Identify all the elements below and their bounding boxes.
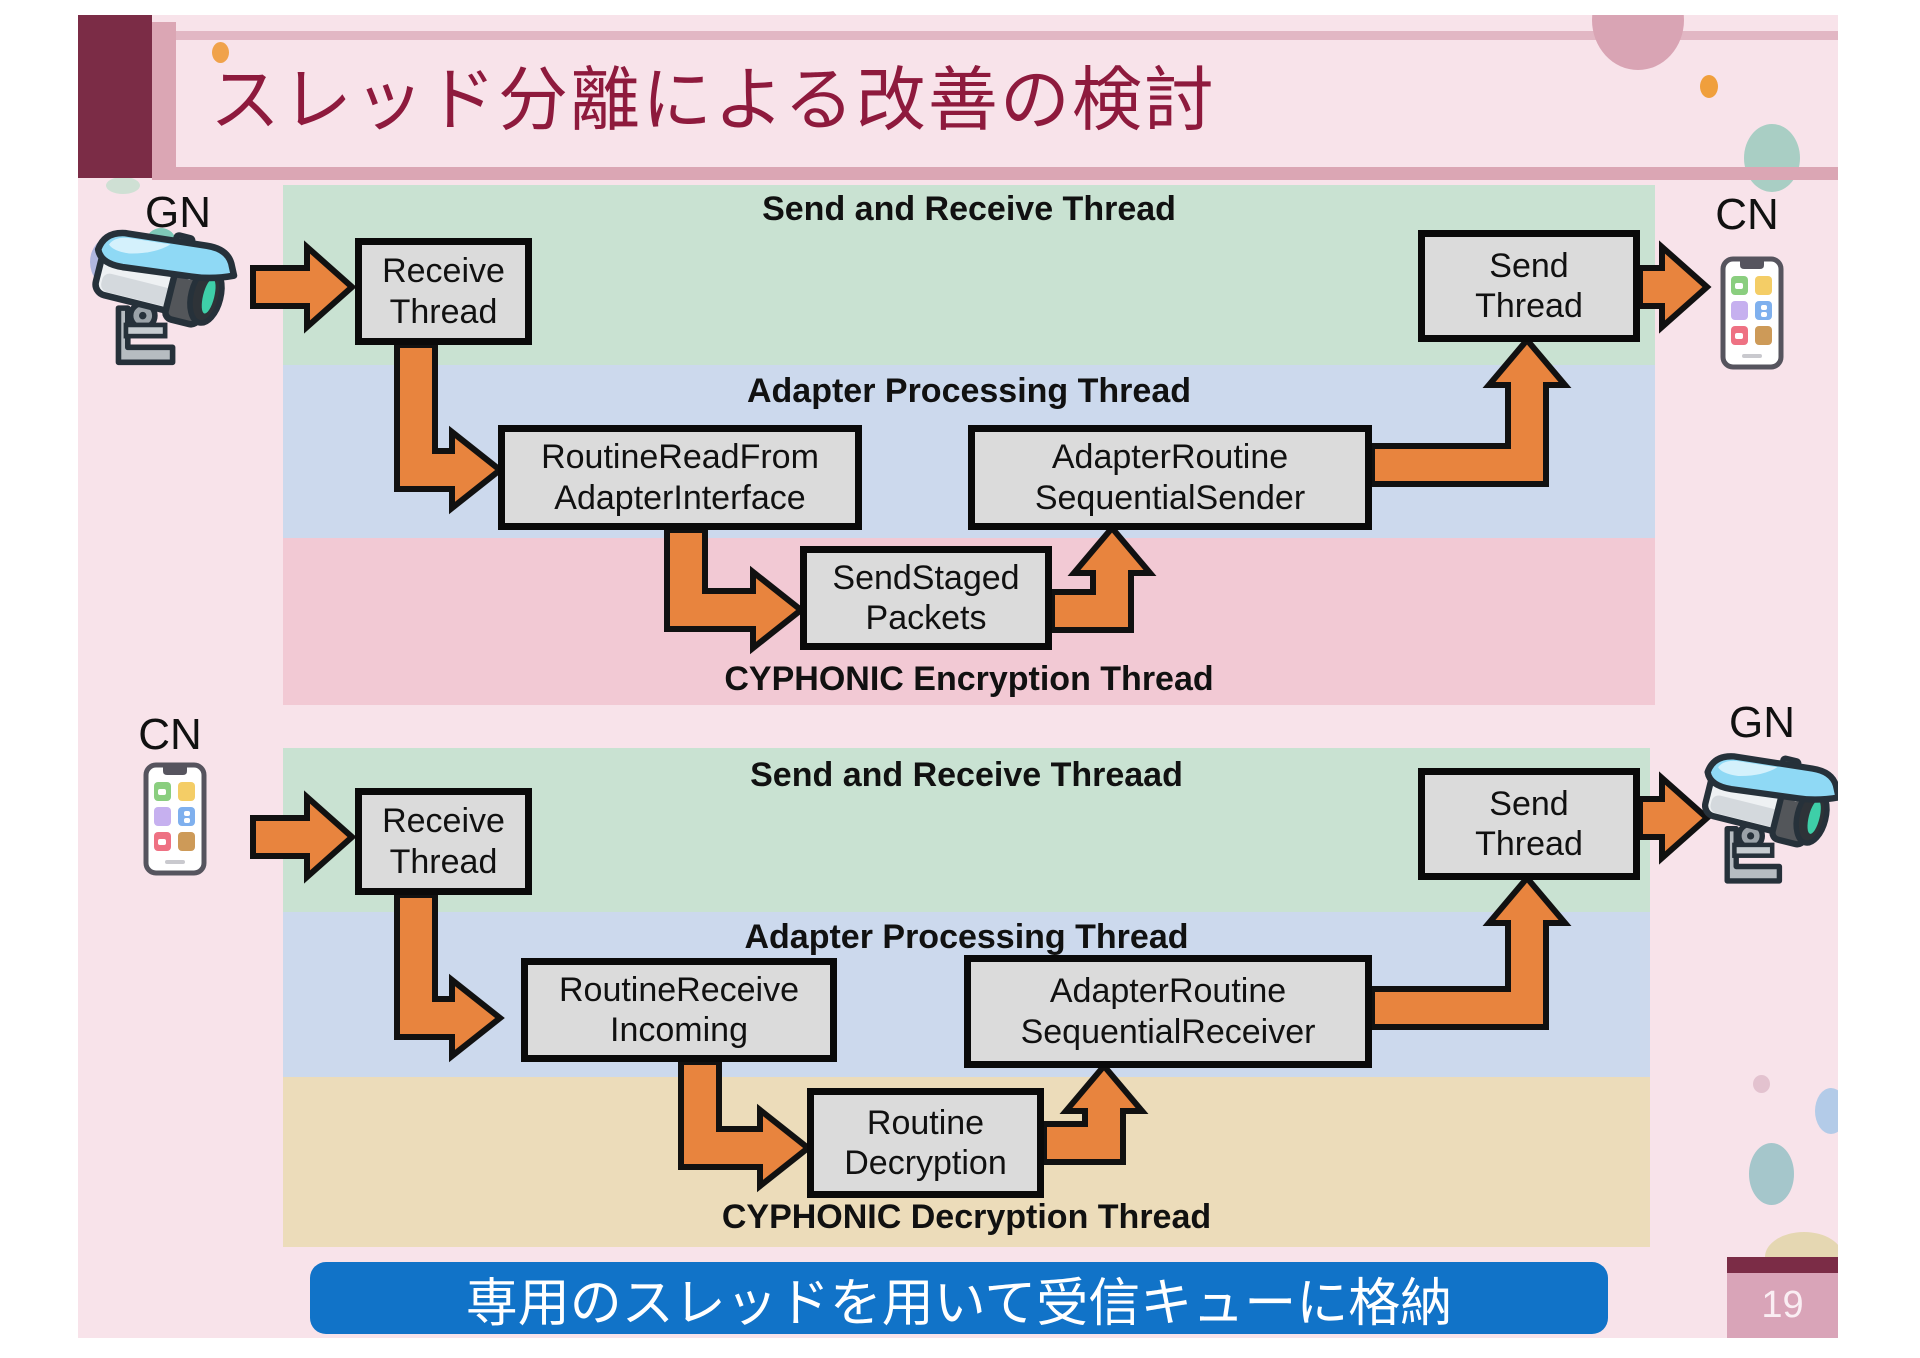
decor-dot-pink-small — [1753, 1075, 1770, 1093]
box-label: Thread — [1475, 287, 1583, 325]
top-send-receive-band-label: Send and Receive Thread — [762, 190, 1176, 228]
box-receive-thread-top: Receive Thread — [355, 238, 532, 345]
box-label: Routine — [866, 1103, 985, 1142]
top-adapter-band-label: Adapter Processing Thread — [746, 372, 1191, 410]
box-label: Thread — [389, 292, 498, 331]
box-label: AdapterRoutine — [1051, 438, 1289, 477]
decor-circle-teal — [1744, 124, 1800, 192]
decor-circle-orange — [1700, 75, 1718, 98]
frame-right — [1838, 0, 1920, 1358]
smartphone-icon-top — [1720, 256, 1784, 370]
box-label: SendStaged — [832, 558, 1020, 597]
box-label: RoutineReceive — [558, 970, 800, 1009]
box-routine-receive-incoming: RoutineReceive Incoming — [521, 958, 837, 1062]
frame-bottom — [0, 1338, 1920, 1358]
frame-top — [0, 0, 1920, 15]
decor-dot-palegreen — [106, 177, 140, 194]
box-label: Send — [1489, 246, 1569, 285]
box-label: RoutineReadFrom — [541, 438, 819, 477]
box-label: Decryption — [844, 1144, 1007, 1182]
bottom-adapter-band-label: Adapter Processing Thread — [744, 918, 1189, 956]
page-number-block: 19 — [1727, 1273, 1838, 1338]
title-underline — [152, 167, 1840, 180]
title-accent-block — [78, 15, 152, 178]
cctv-camera-icon-bottom — [1702, 753, 1842, 884]
box-label: Receive — [382, 252, 505, 291]
bottom-send-receive-band-label: Send and Receive Threaad — [750, 756, 1183, 794]
page-title: スレッド分離による改善の検討 — [210, 61, 1216, 139]
cn-label-top: CN — [1715, 190, 1779, 239]
gn-label-top: GN — [145, 188, 211, 237]
page-number-accent-bar — [1727, 1257, 1838, 1273]
box-routine-read-from-adapter-interface: RoutineReadFrom AdapterInterface — [498, 425, 862, 530]
box-label: Thread — [389, 842, 498, 881]
box-label: Incoming — [610, 1011, 748, 1049]
box-adapter-routine-sequential-sender: AdapterRoutine SequentialSender — [968, 425, 1372, 530]
box-receive-thread-bottom: Receive Thread — [355, 788, 532, 895]
box-label: Receive — [382, 802, 505, 841]
decor-dot-title-orange — [212, 42, 229, 63]
title-accent-strip — [152, 22, 176, 167]
summary-banner-text: 専用のスレッドを用いて受信キューに格納 — [465, 1274, 1453, 1333]
box-label: AdapterInterface — [554, 478, 806, 517]
summary-banner: 専用のスレッドを用いて受信キューに格納 — [310, 1262, 1608, 1334]
page-number: 19 — [1761, 1284, 1804, 1326]
box-label: SequentialReceiver — [1020, 1012, 1316, 1051]
box-label: Packets — [865, 599, 987, 637]
box-label: Send — [1489, 784, 1569, 823]
gn-label-bottom: GN — [1729, 698, 1795, 747]
top-accent-line — [152, 31, 1840, 40]
cn-label-bottom: CN — [138, 710, 202, 759]
box-adapter-routine-sequential-receiver: AdapterRoutine SequentialReceiver — [964, 955, 1372, 1068]
box-routine-decryption: Routine Decryption — [807, 1088, 1044, 1198]
box-label: Thread — [1475, 825, 1583, 863]
box-label: SequentialSender — [1034, 478, 1306, 517]
top-encryption-band-label: CYPHONIC Encryption Thread — [724, 660, 1214, 698]
box-send-staged-packets: SendStaged Packets — [800, 546, 1052, 650]
frame-left — [0, 0, 78, 1358]
box-label: AdapterRoutine — [1049, 972, 1287, 1011]
bottom-decryption-band-label: CYPHONIC Decryption Thread — [721, 1198, 1212, 1236]
box-send-thread-top: Send Thread — [1418, 230, 1640, 342]
cctv-camera-icon-top — [92, 229, 238, 366]
smartphone-icon-bottom — [143, 762, 207, 876]
decor-dot-steelteal — [1749, 1143, 1794, 1205]
box-send-thread-bottom: Send Thread — [1418, 768, 1640, 880]
